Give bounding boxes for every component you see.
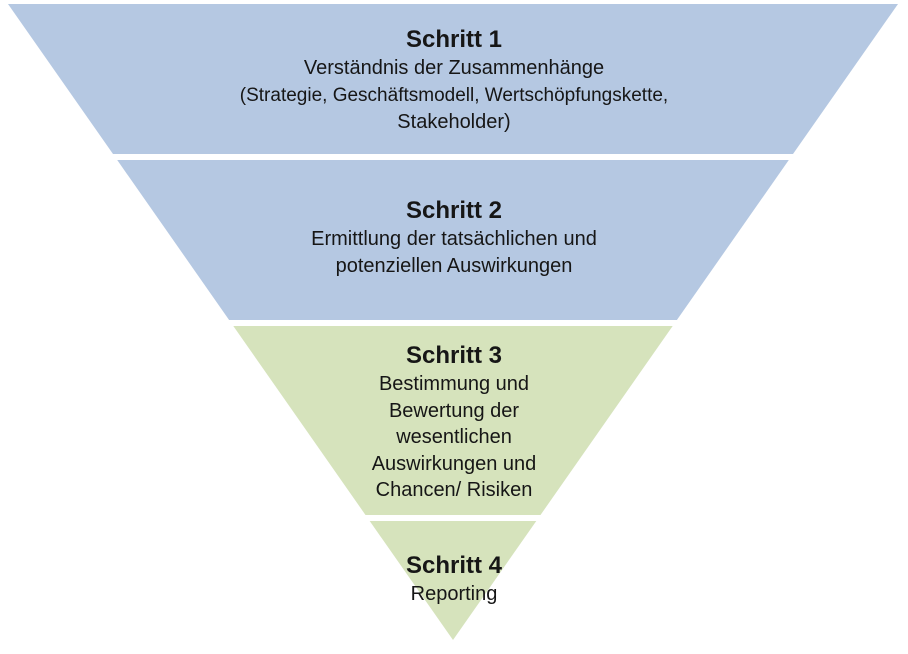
- step-3-line: wesentlichen: [396, 426, 512, 449]
- step-3-line: Bewertung der: [388, 399, 520, 422]
- step-4-shape: [369, 521, 537, 640]
- step-2-line: potenziellen Auswirkungen: [335, 255, 573, 277]
- step-1-title: Schritt 1: [405, 26, 503, 53]
- step-2-shape: [117, 160, 789, 320]
- step-2-title: Schritt 2: [405, 197, 503, 224]
- step-1-line: Verständnis der Zusammenhänge: [303, 57, 605, 79]
- step-3-title: Schritt 3: [405, 342, 503, 369]
- step-3-line: Chancen/ Risiken: [375, 479, 533, 502]
- step-4-title: Schritt 4: [405, 552, 503, 579]
- step-3-line: Bestimmung und: [378, 373, 530, 395]
- step-3-line: Auswirkungen und: [371, 452, 537, 475]
- step-1-text: Schritt 1 Verständnis der Zusammenhänge …: [0, 25, 908, 136]
- step-4-text: Schritt 4 Reporting: [0, 551, 908, 608]
- step-1-shape: [8, 4, 898, 154]
- step-2-text: Schritt 2 Ermittlung der tatsächlichen u…: [0, 196, 908, 280]
- step-2-line: Ermittlung der tatsächlichen und: [311, 228, 597, 250]
- step-3-shape: [233, 326, 673, 515]
- step-1-line: Stakeholder): [397, 111, 511, 133]
- step-4-line: Reporting: [410, 583, 498, 605]
- step-3-text: Schritt 3 Bestimmung und Bewertung der w…: [0, 341, 908, 504]
- step-1-line: (Strategie, Geschäftsmodell, Wertschöpfu…: [239, 85, 669, 106]
